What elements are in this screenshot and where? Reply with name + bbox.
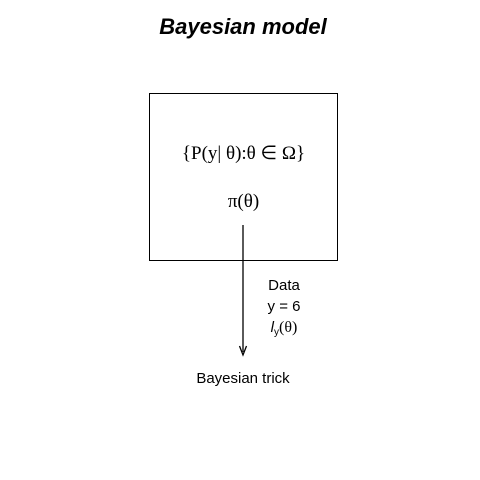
observation-label: y = 6 (267, 298, 301, 315)
diagram-title: Bayesian model (159, 14, 327, 39)
likelihood-subscript: y (274, 327, 279, 338)
data-heading: Data (268, 277, 300, 294)
likelihood-symbol: l (270, 319, 274, 336)
model-family-label: {P(y| θ):θ ∈ Ω} (181, 143, 306, 164)
result-label: Bayesian trick (196, 370, 290, 387)
data-annotation: Data y = 6 ly(θ) (256, 275, 312, 343)
likelihood-label: ly(θ) (256, 317, 312, 343)
arrow-head (238, 345, 248, 357)
likelihood-argument: (θ) (279, 319, 298, 336)
prior-label: π(θ) (227, 191, 260, 212)
